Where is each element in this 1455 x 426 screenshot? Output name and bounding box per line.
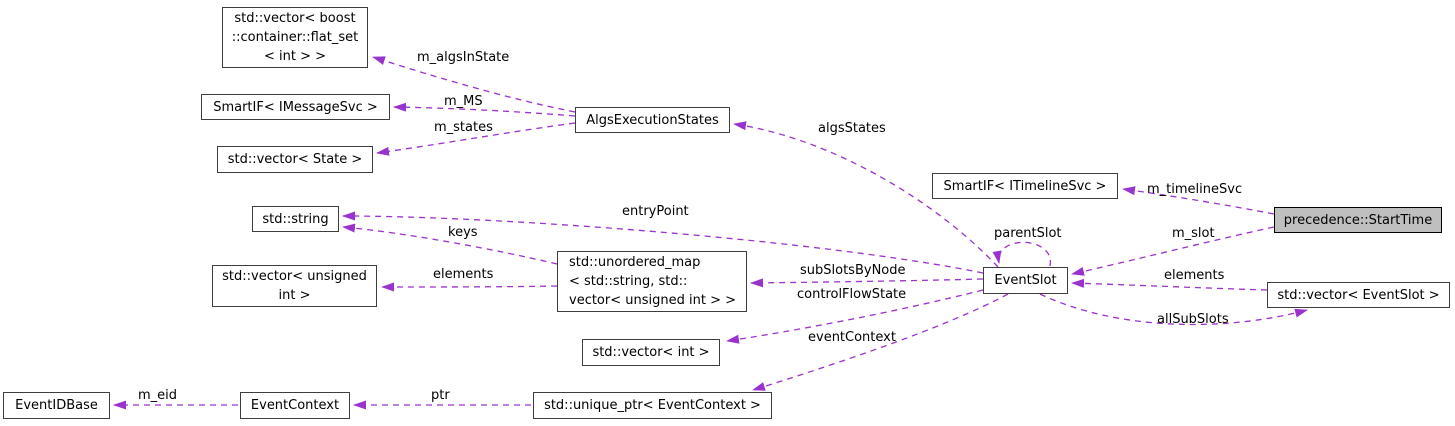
node-label: std::vector< State >: [227, 152, 363, 167]
edge-algsstates: [733, 121, 999, 268]
edge-m-timelinesvc: [1122, 186, 1275, 215]
edge-label-m-ms: m_MS: [444, 94, 483, 109]
node-eventidbase[interactable]: EventIDBase: [3, 392, 110, 419]
edge-controlflowstate: [726, 289, 984, 344]
node-std-vector-unsigned-int[interactable]: std::vector< unsigned int >: [212, 265, 377, 307]
edge-elements-right: [1071, 278, 1268, 291]
node-label: std::unordered_map < std::string, std:: …: [569, 255, 736, 308]
edge-label-elements-right: elements: [1164, 268, 1225, 283]
edge-label-ptr: ptr: [431, 388, 450, 403]
node-smartif-imessagesvc[interactable]: SmartIF< IMessageSvc >: [201, 94, 390, 120]
edge-label-m-slot: m_slot: [1172, 226, 1215, 241]
edge-eventcontext: [752, 293, 1009, 391]
node-std-vector-state[interactable]: std::vector< State >: [217, 146, 373, 173]
edge-label-entrypoint: entryPoint: [622, 204, 689, 219]
edge-parentslot-selfloop: [992, 241, 1051, 267]
node-std-unique-ptr-eventcontext[interactable]: std::unique_ptr< EventContext >: [533, 392, 772, 419]
edge-label-subslotsbynode: subSlotsByNode: [800, 263, 906, 278]
edge-label-allsubslots: allSubSlots: [1157, 312, 1229, 327]
edge-entrypoint: [342, 211, 984, 274]
node-std-vector-int[interactable]: std::vector< int >: [582, 339, 720, 366]
node-eventslot[interactable]: EventSlot: [983, 267, 1068, 294]
edge-label-m-states: m_states: [434, 120, 493, 135]
edge-label-m-algsinstate: m_algsInState: [417, 50, 510, 65]
node-label: EventContext: [250, 398, 340, 413]
node-label: std::unique_ptr< EventContext >: [544, 398, 761, 413]
edge-label-eventcontext: eventContext: [808, 330, 896, 345]
edge-subslotsbynode: [750, 278, 984, 288]
edge-keys: [342, 223, 558, 265]
edge-m-states: [376, 122, 576, 156]
node-label: std::vector< int >: [592, 345, 710, 360]
node-precedence-starttime: precedence::StartTime: [1274, 207, 1442, 233]
node-std-vector-boost-flat-set[interactable]: std::vector< boost ::container::flat_set…: [222, 7, 368, 68]
edge-label-controlflowstate: controlFlowState: [797, 287, 907, 302]
edge-m-algsinstate: [372, 56, 576, 113]
node-label: AlgsExecutionStates: [586, 112, 719, 128]
node-label: std::vector< boost ::container::flat_set…: [231, 11, 359, 64]
node-label: SmartIF< ITimelineSvc >: [943, 178, 1107, 194]
edge-m-ms: [393, 102, 576, 117]
edge-elements-left: [381, 282, 558, 292]
node-std-vector-eventslot[interactable]: std::vector< EventSlot >: [1267, 282, 1450, 308]
edge-label-parentslot: parentSlot: [994, 226, 1062, 241]
edge-label-keys: keys: [448, 225, 478, 240]
edge-label-elements-left: elements: [433, 267, 494, 282]
node-eventcontext[interactable]: EventContext: [240, 392, 350, 419]
node-label: std::string: [262, 211, 329, 227]
node-label: EventSlot: [994, 273, 1057, 288]
edge-label-algsstates: algsStates: [818, 121, 886, 136]
node-label: EventIDBase: [15, 398, 98, 413]
edge-allsubslots: [1039, 293, 1308, 326]
edge-label-m-timelinesvc: m_timelineSvc: [1147, 182, 1243, 197]
node-std-string[interactable]: std::string: [252, 206, 339, 232]
node-smartif-itimelinesvc[interactable]: SmartIF< ITimelineSvc >: [932, 173, 1118, 199]
edge-label-m-eid: m_eid: [138, 388, 178, 403]
edge-m-slot: [1071, 226, 1275, 276]
node-label: std::vector< EventSlot >: [1277, 287, 1440, 303]
node-std-unordered-map[interactable]: std::unordered_map < std::string, std:: …: [557, 251, 747, 312]
node-label: std::vector< unsigned int >: [222, 269, 367, 303]
node-label: precedence::StartTime: [1283, 212, 1433, 228]
node-label: SmartIF< IMessageSvc >: [213, 99, 378, 115]
node-algsexecutionstates[interactable]: AlgsExecutionStates: [575, 107, 730, 133]
